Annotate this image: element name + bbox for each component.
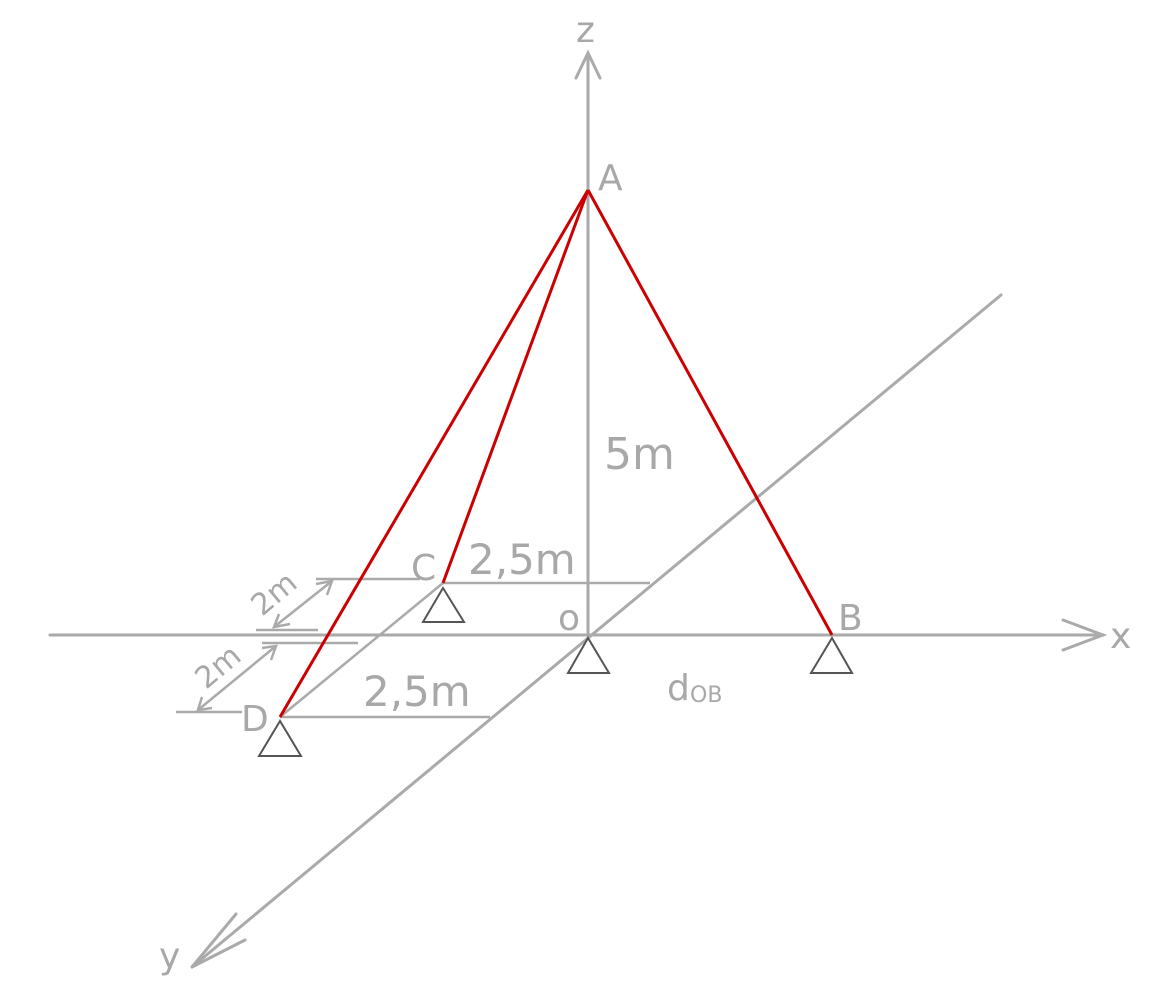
origin-label: o xyxy=(558,598,580,639)
cd-line xyxy=(279,582,444,718)
point-a-label: A xyxy=(598,158,623,199)
point-d-label: D xyxy=(241,699,269,740)
support-d-icon xyxy=(257,719,303,757)
member-ac xyxy=(441,189,590,584)
d-offset-dimension-label: 2,5m xyxy=(363,667,471,716)
z-axis xyxy=(574,49,602,637)
support-o-icon xyxy=(566,636,611,674)
support-b-icon xyxy=(809,636,854,674)
point-c-label: C xyxy=(411,548,436,589)
d-offset-2m-label: 2m xyxy=(189,638,249,696)
support-c-icon xyxy=(421,586,466,623)
y-axis xyxy=(190,293,1003,969)
dimension-2m-lower xyxy=(196,644,278,712)
z-axis-label: z xyxy=(576,10,595,51)
y-axis-label: y xyxy=(159,936,180,977)
ob-distance-label: d OB xyxy=(667,668,722,709)
point-b-label: B xyxy=(838,598,863,639)
member-ad xyxy=(278,189,590,718)
supports xyxy=(257,586,854,757)
ob-distance-main: d xyxy=(667,668,690,709)
dimension-2m-upper xyxy=(272,579,334,629)
c-offset-dimension-label: 2,5m xyxy=(468,535,576,584)
x-axis xyxy=(48,618,1108,652)
x-axis-label: x xyxy=(1110,616,1131,657)
projection-lines xyxy=(176,577,650,719)
ob-distance-subscript: OB xyxy=(690,683,722,708)
member-ab xyxy=(586,189,834,636)
truss-members xyxy=(278,189,834,718)
c-offset-2m-label: 2m xyxy=(245,565,305,623)
height-dimension-label: 5m xyxy=(604,429,675,480)
